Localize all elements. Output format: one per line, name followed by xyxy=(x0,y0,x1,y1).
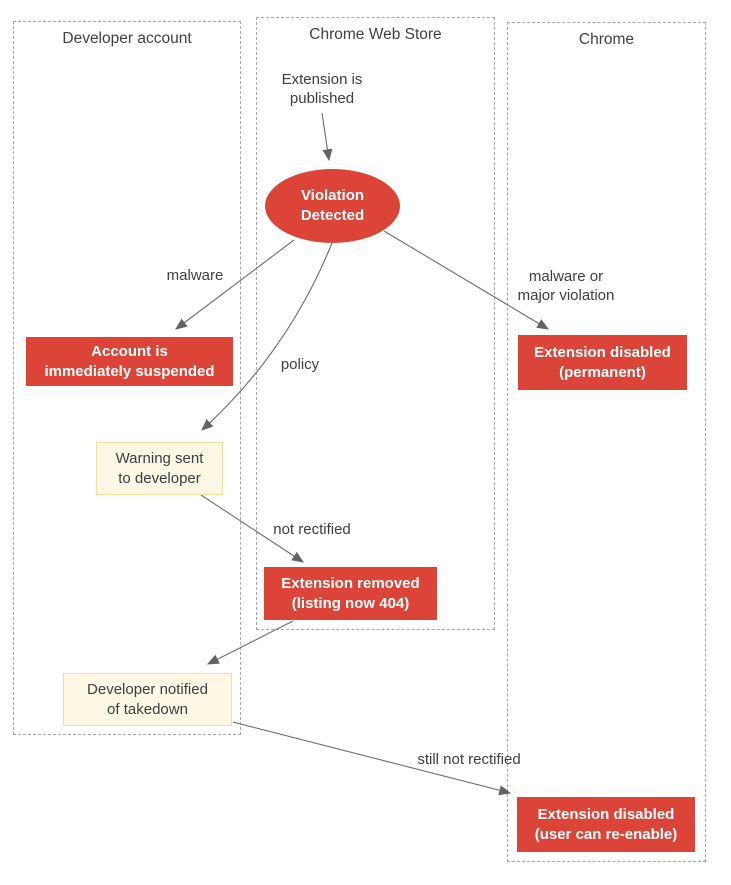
edge-label-policy: policy xyxy=(280,356,320,373)
node-warning-sent: Warning sent to developer xyxy=(96,442,223,495)
edge-label-malware: malware xyxy=(166,267,224,284)
node-developer-notified: Developer notified of takedown xyxy=(63,673,232,726)
node-extension-published: Extension is published xyxy=(281,71,363,107)
node-extension-disabled-permanent: Extension disabled (permanent) xyxy=(518,335,687,390)
node-violation-detected: Violation Detected xyxy=(265,169,400,243)
edge-label-not-rectified: not rectified xyxy=(273,521,351,538)
node-account-suspended: Account is immediately suspended xyxy=(26,337,233,386)
lane-title-chrome: Chrome xyxy=(578,31,635,48)
lane-title-chrome-web-store: Chrome Web Store xyxy=(309,26,442,43)
node-extension-removed: Extension removed (listing now 404) xyxy=(264,567,437,620)
lane-chrome: Chrome xyxy=(507,22,706,862)
node-extension-disabled-reenable: Extension disabled (user can re-enable) xyxy=(517,797,695,852)
edge-label-still-not-rectified: still not rectified xyxy=(417,751,521,768)
edge-label-malware-or-major-violation: malware or major violation xyxy=(517,268,615,304)
lane-title-developer-account: Developer account xyxy=(62,30,192,47)
